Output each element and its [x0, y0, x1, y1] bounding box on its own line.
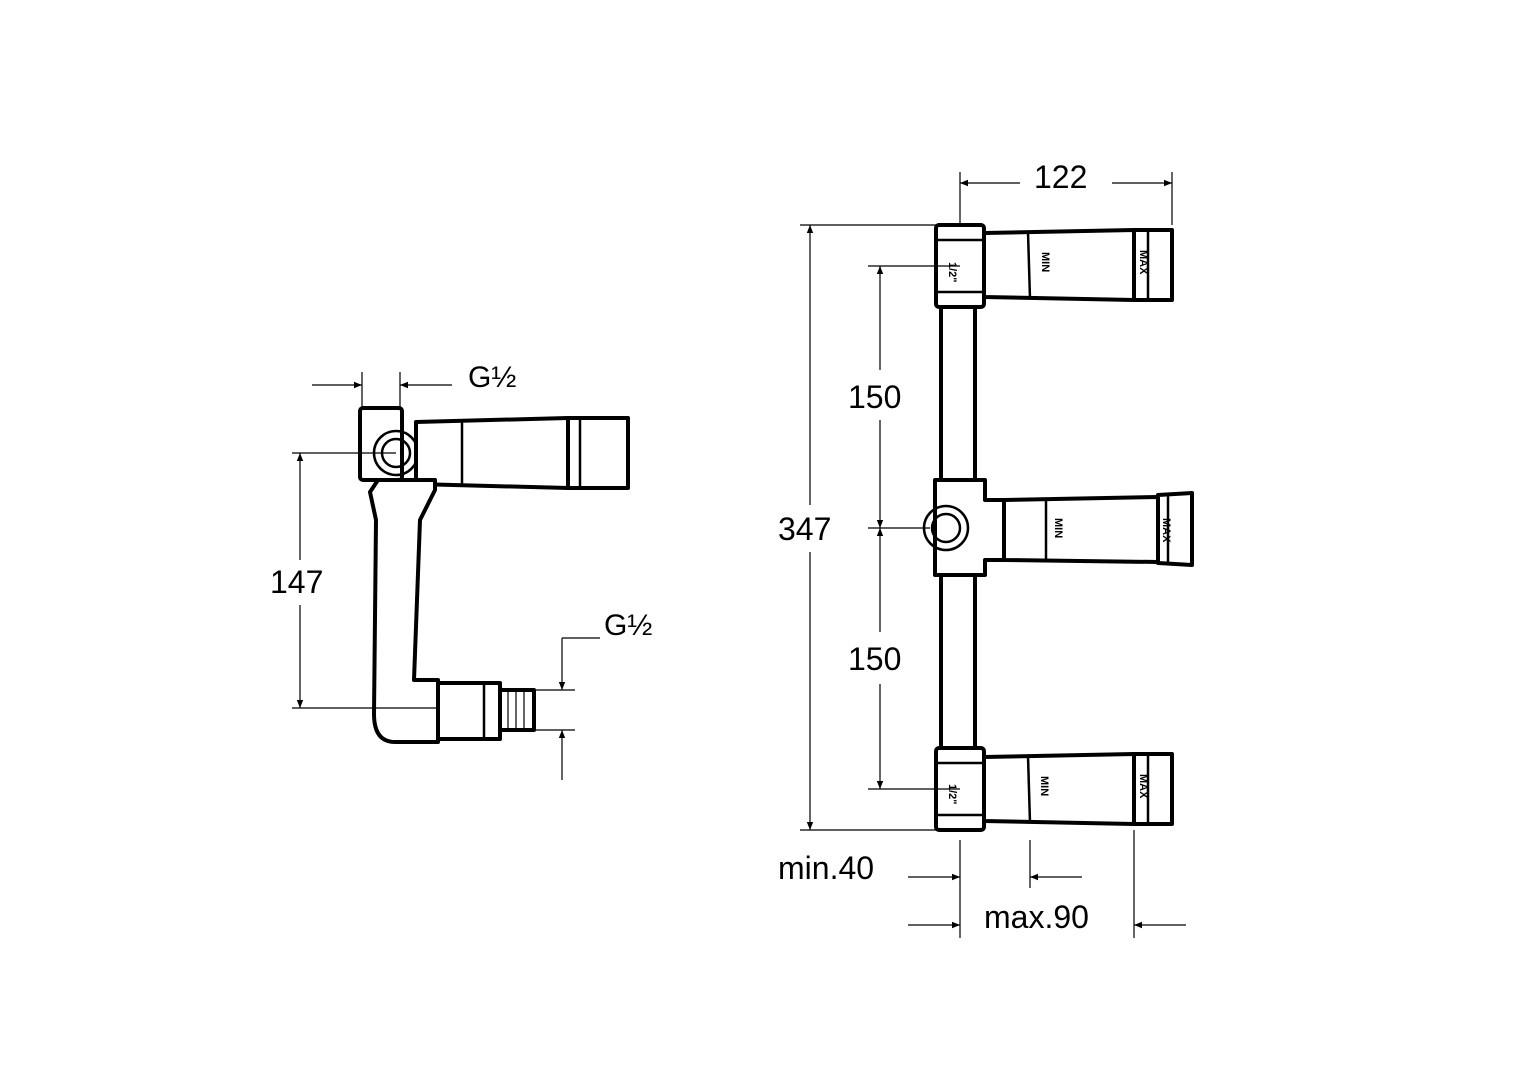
dim-347-label: 347 — [778, 511, 831, 547]
top-max-mark: MAX — [1137, 250, 1149, 275]
middle-port-inner — [930, 512, 962, 544]
top-handle-seam — [1026, 231, 1032, 300]
thread-label-bottom: G½ — [604, 609, 652, 642]
thread-label-top: G½ — [468, 361, 516, 394]
middle-min-mark: MIN — [1052, 518, 1064, 538]
side-threaded-nipple — [498, 688, 536, 732]
top-min-mark: MIN — [1039, 252, 1051, 272]
bottom-valve-size-mark: 1/2" — [946, 784, 958, 805]
middle-handle-cap — [1156, 491, 1194, 567]
dim-122-label: 122 — [1034, 159, 1087, 195]
top-valve-size-mark: 1/2" — [946, 262, 958, 283]
bottom-max-mark: MAX — [1137, 774, 1149, 799]
top-handle-cap — [1132, 228, 1174, 302]
dim-min-40-label: min.40 — [778, 850, 874, 886]
bottom-handle-cap — [1132, 752, 1174, 826]
bottom-handle-body — [982, 752, 1136, 826]
bottom-min-mark: MIN — [1038, 776, 1050, 796]
bottom-handle-seam — [1026, 755, 1032, 824]
middle-max-mark: MAX — [1160, 518, 1172, 543]
dim-150-bottom-label: 150 — [848, 641, 901, 677]
side-handle-cap — [566, 416, 630, 490]
dim-147-label: 147 — [270, 564, 323, 600]
side-down-pipe — [368, 478, 440, 744]
middle-handle-body — [1002, 495, 1160, 564]
dim-150-top-label: 150 — [848, 379, 901, 415]
side-view: G½ 147 G½ — [270, 361, 652, 780]
dim-max-90-label: max.90 — [984, 899, 1089, 935]
side-bottom-fitting — [436, 681, 502, 741]
side-handle-body — [414, 416, 570, 490]
middle-diverter-body — [933, 478, 1006, 577]
front-view: 122 1/2" MIN MAX MIN MAX 1/2" MIN — [778, 159, 1194, 938]
top-handle-body — [982, 228, 1136, 302]
